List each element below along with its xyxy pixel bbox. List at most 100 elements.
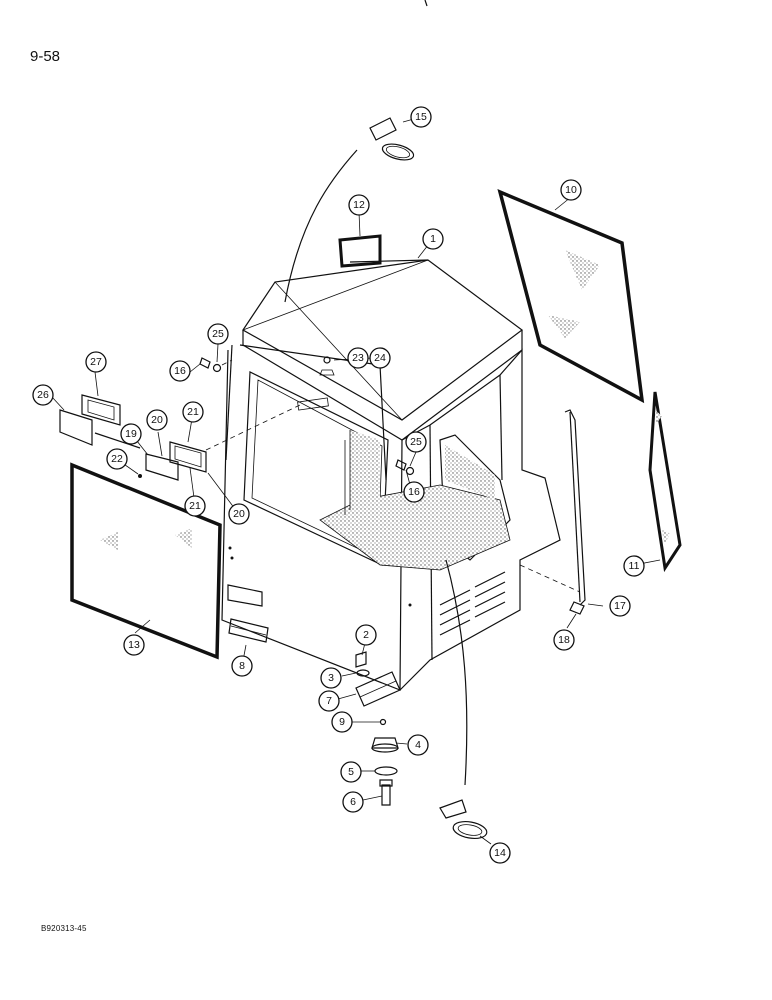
cab-rear-wall-left xyxy=(350,430,380,520)
hose-clamp-lower xyxy=(439,799,488,840)
svg-text:6: 6 xyxy=(350,796,356,808)
callout-21-top: 21 xyxy=(182,401,204,423)
cab-roof xyxy=(242,259,524,421)
mount-isolator-4 xyxy=(371,737,399,749)
svg-text:3: 3 xyxy=(328,672,334,684)
callout-20-bottom: 20 xyxy=(228,503,250,525)
callout-26: 26 xyxy=(32,384,54,406)
svg-text:20: 20 xyxy=(233,508,245,520)
svg-text:10: 10 xyxy=(565,184,577,196)
svg-text:15: 15 xyxy=(415,111,427,123)
page-edge-mark xyxy=(424,0,428,7)
bolt-hole xyxy=(228,546,232,550)
callout-4: 4 xyxy=(407,734,429,756)
cab-rear-wall-right xyxy=(445,445,495,500)
leader-bolt xyxy=(221,359,233,366)
rear-window-glass xyxy=(497,189,645,404)
svg-text:21: 21 xyxy=(187,406,199,418)
mount-isolator-base xyxy=(371,743,399,753)
svg-text:11: 11 xyxy=(629,560,640,572)
fastener-23 xyxy=(319,356,335,376)
callout-9: 9 xyxy=(331,711,353,733)
latch-frame-27 xyxy=(81,394,121,426)
callout-6: 6 xyxy=(342,791,364,813)
svg-text:25: 25 xyxy=(212,328,224,340)
svg-text:16: 16 xyxy=(174,365,186,377)
mount-washer-5 xyxy=(374,766,398,776)
callout-13: 13 xyxy=(123,634,145,656)
callout-16-right: 16 xyxy=(403,481,425,503)
svg-text:7: 7 xyxy=(326,695,332,707)
rear-grab-rail xyxy=(564,409,586,606)
callout-3: 3 xyxy=(320,667,342,689)
svg-text:27: 27 xyxy=(90,356,102,368)
bracket-8-edge xyxy=(230,625,267,636)
latch-plate-19 xyxy=(145,453,179,481)
latch-rod xyxy=(94,432,141,449)
callout-21-bottom: 21 xyxy=(184,495,206,517)
svg-text:21: 21 xyxy=(189,500,201,512)
svg-text:2: 2 xyxy=(363,629,369,641)
roof-rear-edge xyxy=(349,259,429,263)
mount-nut-9 xyxy=(379,718,387,726)
screw-22 xyxy=(138,474,142,478)
leader-rail xyxy=(519,564,581,593)
svg-text:9: 9 xyxy=(339,716,345,728)
callout-1: 1 xyxy=(422,228,444,250)
svg-text:17: 17 xyxy=(614,600,626,612)
interior-edge xyxy=(344,430,351,515)
callout-11: 11 xyxy=(623,555,645,577)
callout-17: 17 xyxy=(609,595,631,617)
svg-text:13: 13 xyxy=(128,639,140,651)
callout-20-top: 20 xyxy=(146,409,168,431)
svg-text:12: 12 xyxy=(353,199,365,211)
callout-14: 14 xyxy=(489,842,511,864)
svg-text:25: 25 xyxy=(410,436,422,448)
hose-clamp-upper xyxy=(369,117,415,161)
cab-side xyxy=(399,348,561,691)
left-grab-rail xyxy=(225,344,233,461)
mount-bracket-7 xyxy=(355,671,401,707)
cab-rear-pillar xyxy=(499,374,503,481)
svg-text:20: 20 xyxy=(151,414,163,426)
bolt-hole xyxy=(408,603,412,607)
callout-25-left: 25 xyxy=(207,323,229,345)
hose-upper xyxy=(284,149,358,303)
callout-8: 8 xyxy=(231,655,253,677)
callout-5: 5 xyxy=(340,761,362,783)
svg-text:22: 22 xyxy=(111,453,123,465)
svg-text:4: 4 xyxy=(415,739,421,751)
latch-plate-26 xyxy=(59,409,93,446)
bracket-8 xyxy=(228,618,269,643)
mount-bolt-6 xyxy=(381,784,391,806)
callout-7: 7 xyxy=(318,690,340,712)
callout-18: 18 xyxy=(553,629,575,651)
roof-window xyxy=(338,234,382,268)
svg-text:14: 14 xyxy=(494,847,506,859)
side-louvres xyxy=(439,571,506,636)
quarter-glass xyxy=(648,391,682,573)
svg-text:26: 26 xyxy=(37,389,49,401)
svg-text:1: 1 xyxy=(430,233,436,245)
mount-bracket-edge xyxy=(359,680,397,698)
svg-text:23: 23 xyxy=(352,352,364,364)
callout-15: 15 xyxy=(410,106,432,128)
bolt-hole xyxy=(230,556,234,560)
callout-19: 19 xyxy=(120,423,142,445)
callout-23: 23 xyxy=(347,347,369,369)
rear-bolt-18 xyxy=(569,601,585,615)
roof-diagonals xyxy=(242,259,429,421)
callout-25-right: 25 xyxy=(405,431,427,453)
svg-text:19: 19 xyxy=(125,428,137,440)
callout-16-left: 16 xyxy=(169,360,191,382)
callout-12: 12 xyxy=(348,194,370,216)
callout-22: 22 xyxy=(106,448,128,470)
callout-24: 24 xyxy=(369,347,391,369)
page-number: 9-58 xyxy=(30,48,61,65)
mount-bolt-head xyxy=(379,779,393,787)
cab-bracket xyxy=(227,584,263,607)
svg-text:5: 5 xyxy=(348,766,354,778)
side-window-glass xyxy=(70,462,222,660)
rear-grab-rail-inner xyxy=(569,411,581,603)
